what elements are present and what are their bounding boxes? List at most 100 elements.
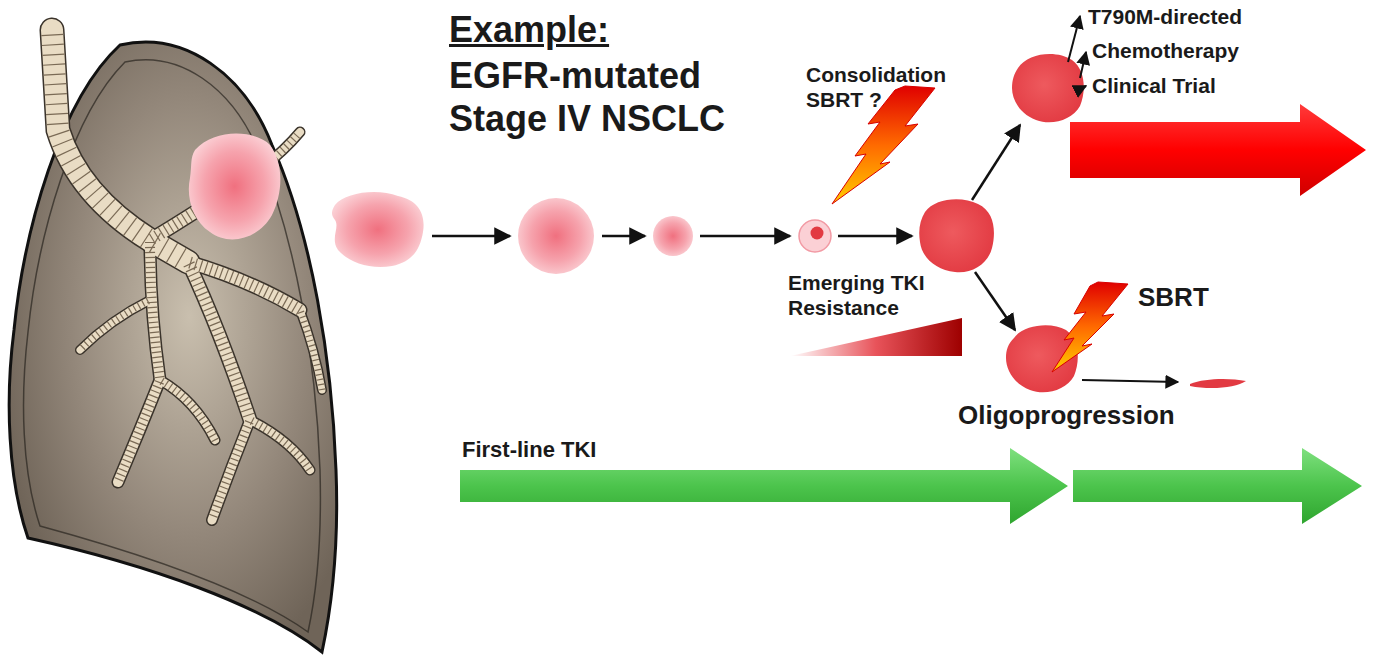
airway-ring xyxy=(143,408,152,412)
airway-ring xyxy=(128,308,132,314)
airway-ring xyxy=(141,413,150,417)
airway-ring xyxy=(151,390,160,394)
option-label: T790M-directed xyxy=(1088,4,1242,29)
airway-ring xyxy=(148,321,158,323)
airway-ring xyxy=(195,287,206,292)
airway-ring xyxy=(297,454,303,459)
airway-ring xyxy=(202,420,209,424)
airway-ring xyxy=(227,367,238,371)
airway-ring xyxy=(186,267,197,272)
airway-ring xyxy=(118,468,127,472)
airway-ring xyxy=(146,292,156,294)
airway-ring xyxy=(103,325,107,331)
airway-ring xyxy=(234,449,242,452)
airway-ring xyxy=(152,357,162,358)
airway-ring xyxy=(92,193,108,208)
airway-ring xyxy=(201,302,212,307)
airway-ring xyxy=(234,273,238,284)
airway-ring xyxy=(163,225,169,235)
airway-ring xyxy=(149,326,159,328)
resistance-wedge xyxy=(790,318,962,356)
airway-ring xyxy=(228,463,236,466)
lung-tumor xyxy=(189,134,281,240)
airway-ring xyxy=(42,44,64,45)
airway-ring xyxy=(303,462,309,467)
response-arrow xyxy=(1082,380,1178,382)
option-label: Clinical Trial xyxy=(1092,73,1216,98)
airway-ring xyxy=(290,447,296,453)
airway-ring xyxy=(279,437,284,443)
airway-ring xyxy=(209,322,220,326)
airway-ring xyxy=(236,393,247,397)
airway-ring xyxy=(137,303,140,309)
airway-ring xyxy=(268,289,273,300)
airway-ring xyxy=(187,400,193,406)
airway-ring xyxy=(149,331,159,333)
progress-arrow xyxy=(838,235,912,238)
airway-ring xyxy=(120,464,129,468)
airway-ring xyxy=(197,292,208,297)
airway-ring xyxy=(107,322,111,328)
airway-ring xyxy=(139,418,148,422)
airway-ring xyxy=(224,269,228,280)
airway-ring xyxy=(241,408,252,412)
airway-ring xyxy=(275,434,280,440)
airway-ring xyxy=(126,450,135,454)
airway-ring xyxy=(181,214,187,224)
airway-ring xyxy=(67,164,86,176)
airway-ring xyxy=(146,277,156,279)
airway-ring xyxy=(254,282,259,293)
airway-ring xyxy=(190,404,196,409)
airway-ring xyxy=(199,260,203,271)
airway-ring xyxy=(176,390,181,396)
airway-ring xyxy=(213,332,224,336)
tumor-systemic-progression xyxy=(1012,54,1084,122)
therapy-label: First-line TKI xyxy=(462,437,596,463)
airway-ring xyxy=(147,399,156,403)
airway-ring xyxy=(186,211,192,221)
airway-ring xyxy=(284,144,290,150)
case-title: EGFR-mutated Stage IV NSCLC xyxy=(449,54,769,140)
airway-ring xyxy=(88,338,93,343)
airway-ring xyxy=(84,341,89,346)
airway-ring xyxy=(148,316,158,318)
airway-ring xyxy=(168,222,174,232)
airway-ring xyxy=(280,147,285,153)
option-label: Chemotherapy xyxy=(1092,38,1239,63)
airway-ring xyxy=(115,212,129,229)
airway-ring xyxy=(92,334,97,339)
airway-ring xyxy=(239,403,250,407)
airway-ring xyxy=(99,328,103,333)
airway-ring xyxy=(199,297,210,302)
airway-ring xyxy=(287,140,293,146)
lung-outline xyxy=(9,42,337,652)
airway-ring xyxy=(145,247,155,248)
airway-ring xyxy=(128,445,137,449)
airway-ring xyxy=(230,458,238,461)
airway-ring xyxy=(148,311,158,313)
airway-ring xyxy=(47,123,69,124)
airway xyxy=(300,310,322,390)
airway-ring xyxy=(107,206,121,223)
green-arrow xyxy=(1073,448,1362,524)
airway-wall xyxy=(80,300,150,350)
airway-ring xyxy=(239,435,247,438)
airway-ring xyxy=(85,186,102,200)
airway-ring xyxy=(267,428,271,435)
airway-wall xyxy=(118,380,160,482)
red-arrow xyxy=(1070,104,1366,196)
airway-ring xyxy=(244,277,249,288)
airway-ring xyxy=(153,385,162,389)
airway-ring xyxy=(133,305,137,311)
airway-ring xyxy=(312,359,319,361)
airway-ring xyxy=(147,297,157,299)
airway-ring xyxy=(207,429,214,433)
airway-ring xyxy=(303,325,310,327)
airway-ring xyxy=(134,431,143,435)
airway-ring xyxy=(223,477,231,480)
airway-ring xyxy=(264,286,269,297)
airway-ring xyxy=(124,454,133,458)
airway-ring xyxy=(298,311,305,313)
airway-ring xyxy=(145,267,155,268)
